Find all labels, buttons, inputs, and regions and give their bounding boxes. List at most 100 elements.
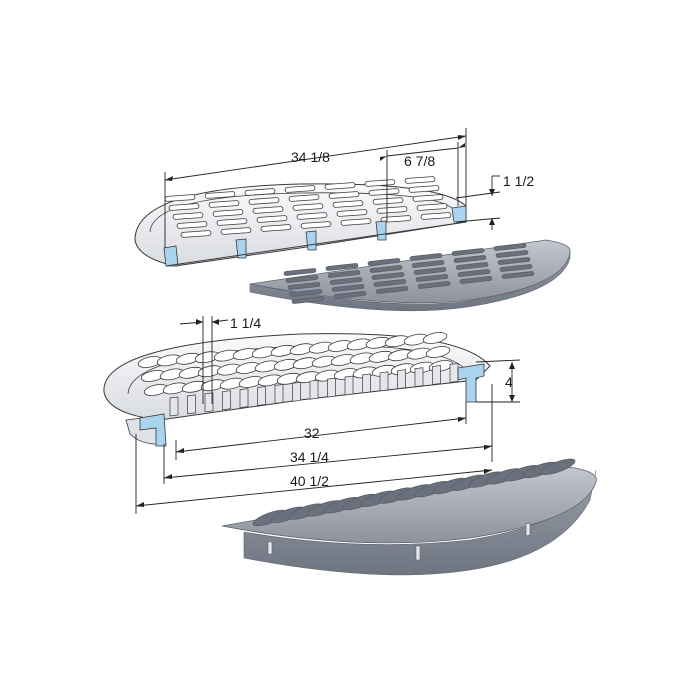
grate-slot xyxy=(328,191,360,199)
bottom-grey-grate-lugs xyxy=(267,522,531,561)
bottom-grey-grate-side xyxy=(243,469,597,576)
bottom-section-grate xyxy=(103,332,491,447)
top-grey-grate-top xyxy=(249,239,571,304)
grate-tooth xyxy=(169,396,179,417)
grate-slot xyxy=(260,224,292,232)
grate-slot xyxy=(288,194,320,202)
grate-slot xyxy=(336,209,368,217)
grate-tooth xyxy=(222,390,231,411)
grate-slot xyxy=(244,188,276,196)
dim-bottom-depth: 4 xyxy=(505,374,513,390)
grate-slot xyxy=(329,277,363,285)
grate-slot xyxy=(332,200,364,208)
grate-tooth xyxy=(309,379,319,400)
dim-top-thickness: 1 1/2 xyxy=(503,173,534,189)
grate-slot xyxy=(300,221,332,229)
grate-slot xyxy=(422,332,448,344)
grate-slot xyxy=(380,215,412,223)
dim-bottom-outer-width: 40 1/2 xyxy=(290,473,329,489)
grate-slot xyxy=(493,243,527,251)
grate-tooth xyxy=(362,373,371,394)
grate-tooth xyxy=(397,369,406,390)
grate-slot xyxy=(495,250,529,258)
grate-slot xyxy=(285,275,319,283)
grate-slot xyxy=(284,185,316,193)
grate-slot xyxy=(289,289,323,297)
grate-slot xyxy=(176,221,208,229)
grate-slot xyxy=(325,263,359,271)
top-dimension-arrows xyxy=(165,135,495,225)
grate-tooth xyxy=(344,375,354,396)
grate-slot xyxy=(497,257,531,265)
grate-slot xyxy=(499,264,533,272)
top-section-cut xyxy=(163,205,467,267)
grate-slot xyxy=(248,197,280,205)
grate-slot xyxy=(291,296,325,304)
grate-tooth xyxy=(204,392,214,413)
grate-slot xyxy=(420,212,452,220)
grate-tooth xyxy=(414,367,424,387)
grate-slot xyxy=(331,284,365,292)
grate-slot xyxy=(451,248,485,256)
grate-tooth xyxy=(274,384,284,404)
grate-slot xyxy=(372,197,404,205)
dim-top-width: 34 1/8 xyxy=(291,149,330,165)
bottom-grey-grate-top xyxy=(221,465,597,544)
grate-slot xyxy=(296,212,328,220)
top-grey-grate xyxy=(249,239,571,312)
grate-slot xyxy=(371,272,405,280)
dim-top-right-segment: 6 7/8 xyxy=(404,153,435,169)
grate-slot xyxy=(367,258,401,266)
grate-slot xyxy=(415,274,449,282)
grate-tooth xyxy=(257,386,266,406)
grate-slot xyxy=(413,267,447,275)
grate-slot xyxy=(373,279,407,287)
grate-slot xyxy=(376,206,408,214)
grate-slot xyxy=(501,271,535,279)
grate-tooth xyxy=(379,371,389,392)
top-section-grate xyxy=(134,176,467,267)
grate-slot xyxy=(375,286,409,294)
grate-slot xyxy=(252,206,284,214)
grate-slot xyxy=(172,212,204,220)
grate-slot xyxy=(287,282,321,290)
grate-tooth xyxy=(239,388,249,408)
grate-slot xyxy=(404,176,436,184)
bottom-dimension-arrows xyxy=(136,319,515,507)
grate-tooth xyxy=(449,363,459,383)
top-section-front-edge xyxy=(165,221,467,267)
grate-slot xyxy=(540,458,576,475)
grate-slot xyxy=(256,215,288,223)
bottom-section-cut xyxy=(139,363,485,447)
bottom-grey-grate-slots xyxy=(252,458,576,527)
grate-tooth xyxy=(432,365,441,385)
grate-slot xyxy=(425,346,451,358)
grate-slot xyxy=(180,230,212,238)
grate-slot xyxy=(412,194,444,202)
dim-bottom-mid-width: 34 1/4 xyxy=(290,449,329,465)
bottom-section-slots xyxy=(137,332,454,396)
grate-slot xyxy=(459,276,493,284)
grate-slot xyxy=(212,209,244,217)
grate-slot xyxy=(292,203,324,211)
bottom-section-teeth xyxy=(169,363,459,417)
grate-slot xyxy=(408,185,440,193)
grate-slot xyxy=(220,227,252,235)
dim-bottom-inner-width: 32 xyxy=(304,425,320,441)
grate-slot xyxy=(416,203,448,211)
top-grey-grate-slots xyxy=(283,243,535,304)
grate-slot xyxy=(411,260,445,268)
grate-slot xyxy=(364,179,396,187)
grate-slot xyxy=(208,200,240,208)
grate-slot xyxy=(457,269,491,277)
grate-slot xyxy=(283,268,317,276)
grate-slot xyxy=(327,270,361,278)
grate-slot xyxy=(204,191,236,199)
grate-slot xyxy=(417,281,451,289)
grate-slot xyxy=(455,262,489,270)
grate-tooth xyxy=(292,381,301,402)
grate-tooth xyxy=(187,394,196,415)
grate-slot xyxy=(168,203,200,211)
grate-slot xyxy=(216,218,248,226)
